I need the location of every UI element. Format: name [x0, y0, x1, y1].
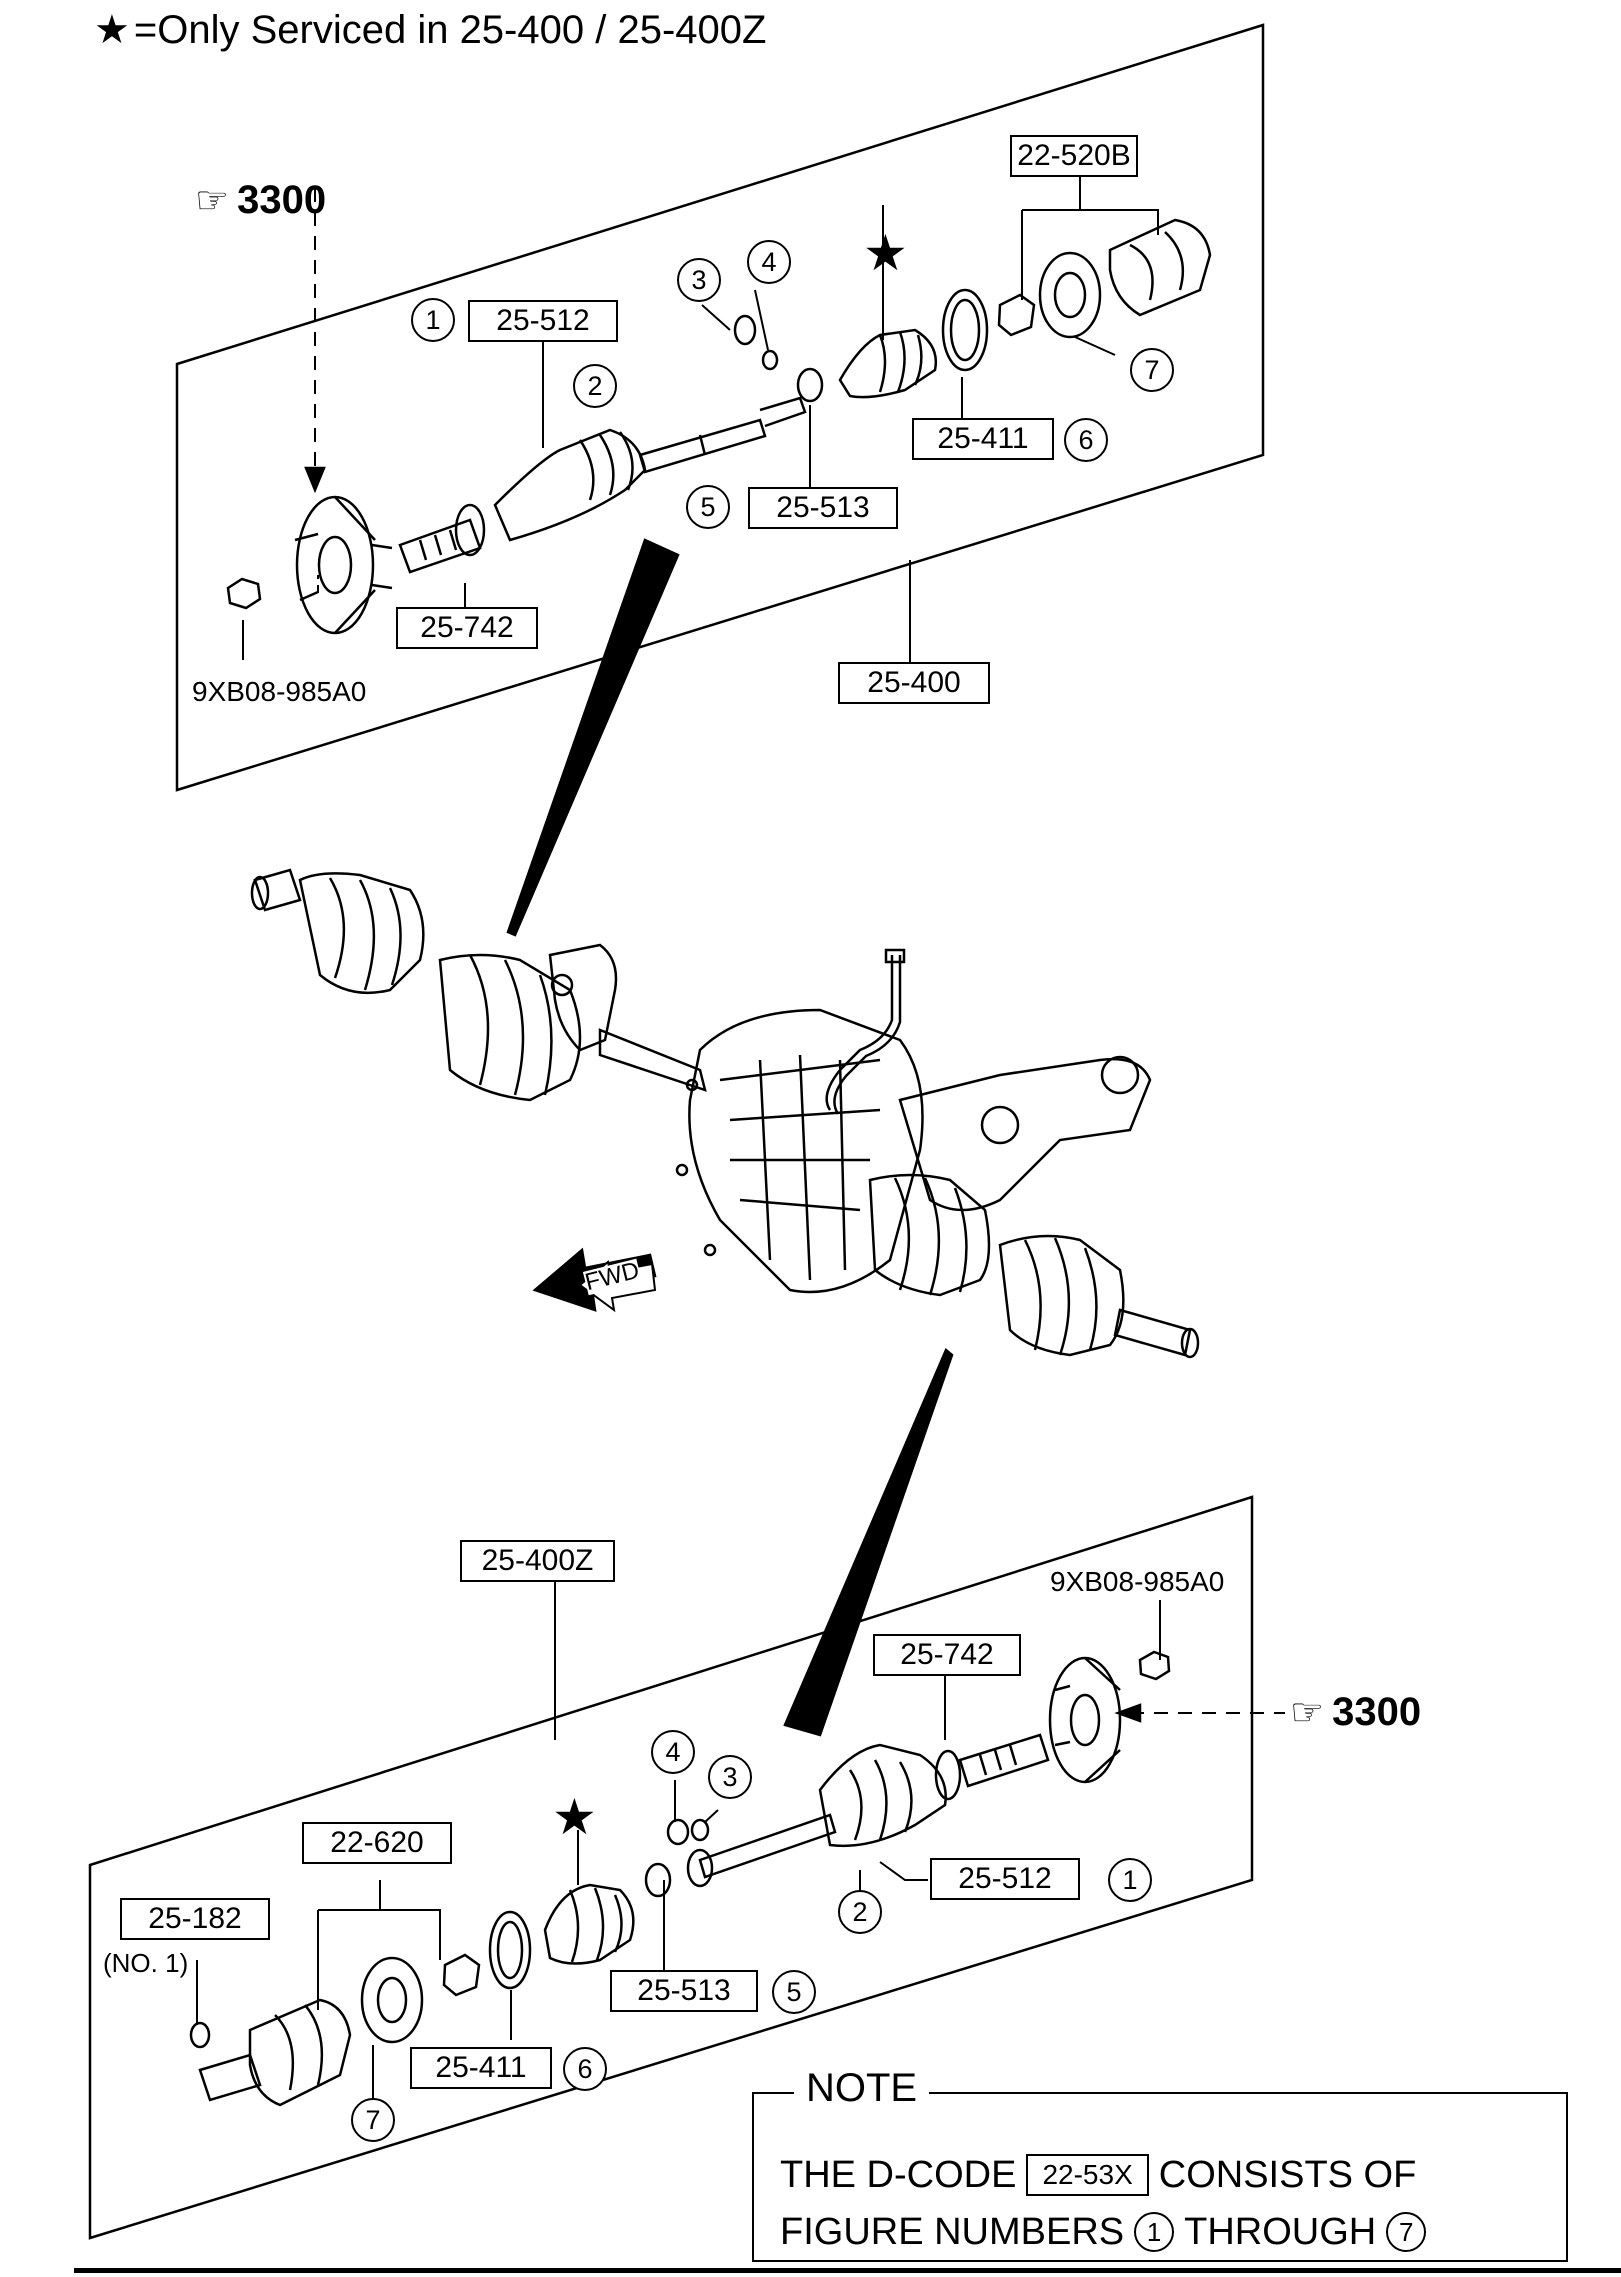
lower-inner-housing: [198, 1998, 352, 2107]
bottom-rule: [74, 2268, 1621, 2273]
lower-part-25-411: 25-411: [410, 2047, 552, 2089]
lower-outer-shaft: [934, 1733, 1050, 1801]
center-breather-pipe: [825, 948, 906, 1115]
upper-fig-2: 2: [573, 364, 617, 408]
upper-part-22-520B: 22-520B: [1010, 135, 1138, 177]
note-line2-mid: THROUGH: [1184, 2211, 1377, 2253]
lower-hub-flange: [1048, 1656, 1122, 1784]
upper-hub-nut: [226, 577, 262, 610]
upper-fig-4: 4: [747, 240, 791, 284]
upper-tripod: [997, 293, 1036, 337]
center-axle-tube: [598, 1028, 707, 1092]
note-line-2: FIGURE NUMBERS 1 THROUGH 7: [780, 2211, 1427, 2253]
lower-fig-6: 6: [563, 2047, 607, 2091]
lower-boot-band: [488, 1910, 532, 1990]
upper-spider-ring: [1038, 251, 1102, 339]
note-line1-prefix: THE D-CODE: [780, 2154, 1017, 2196]
upper-part-25-512: 25-512: [468, 300, 618, 342]
lower-reference-3300: ☞ 3300: [1290, 1692, 1421, 1732]
lower-fig-4: 4: [651, 1730, 695, 1774]
center-left-boots: [298, 872, 582, 1102]
upper-part-25-742: 25-742: [396, 607, 538, 649]
lower-assembly-25-400Z: 25-400Z: [460, 1540, 615, 1582]
legend-text: =Only Serviced in 25-400 / 25-400Z: [133, 8, 767, 52]
pointing-hand-icon: ☞: [195, 178, 230, 222]
upper-inner-boot: [838, 328, 938, 399]
note-title: NOTE: [794, 2068, 930, 2108]
upper-fig-3: 3: [677, 258, 721, 302]
upper-nut-code: 9XB08-985A0: [192, 676, 367, 707]
upper-pointer-wedge: [506, 538, 680, 937]
upper-inner-housing: [1108, 218, 1212, 317]
note-dcode: 22-53X: [1026, 2154, 1149, 2196]
note-line1-suffix: CONSISTS OF: [1158, 2154, 1417, 2196]
upper-fig-7: 7: [1130, 348, 1174, 392]
lower-small-clip: [189, 2021, 211, 2049]
note-to-figure: 7: [1386, 2212, 1427, 2252]
lower-part-22-620: 22-620: [302, 1822, 452, 1864]
note-box: NOTE THE D-CODE 22-53X CONSISTS OF FIGUR…: [752, 2068, 1568, 2262]
note-line-1: THE D-CODE 22-53X CONSISTS OF: [780, 2154, 1416, 2196]
lower-no1-label: (NO. 1): [103, 1948, 189, 1978]
center-diff-housing: [675, 1008, 924, 1294]
pointing-hand-icon: ☞: [1290, 1690, 1325, 1734]
lower-fig-5: 5: [772, 1970, 816, 2014]
lower-fig-1: 1: [1108, 1858, 1152, 1902]
upper-assembly-frame: [175, 23, 1265, 792]
center-right-shaft: [1113, 1308, 1200, 1359]
upper-outer-shaft: [398, 503, 486, 574]
lower-reference-number: 3300: [1332, 1690, 1422, 1734]
upper-part-25-411: 25-411: [912, 418, 1054, 460]
lower-clips: [644, 1818, 710, 1898]
lower-part-25-512: 25-512: [930, 1858, 1080, 1900]
upper-clips: [733, 314, 824, 403]
star-icon: ★: [94, 7, 130, 53]
center-right-boots: [868, 1173, 1125, 1357]
lower-part-25-742: 25-742: [873, 1634, 1021, 1676]
upper-assembly-25-400: 25-400: [838, 662, 990, 704]
lower-outer-boot: [818, 1743, 947, 1848]
lower-star-icon: ★: [552, 1788, 597, 1846]
lower-spider-ring: [360, 1956, 424, 2044]
upper-part-25-513: 25-513: [748, 487, 898, 529]
upper-star-icon: ★: [863, 224, 908, 282]
lower-nut-code: 9XB08-985A0: [1050, 1566, 1225, 1597]
lower-pointer-wedge: [783, 1347, 954, 1737]
center-left-shaft: [250, 868, 302, 912]
upper-reference-3300: ☞ 3300: [195, 180, 326, 220]
lower-tripod: [442, 1953, 481, 1997]
note-from-figure: 1: [1134, 2212, 1175, 2252]
upper-fig-1: 1: [411, 298, 455, 342]
lower-fig-3: 3: [708, 1755, 752, 1799]
lower-fig-7: 7: [351, 2098, 395, 2142]
lower-part-25-513: 25-513: [610, 1970, 758, 2012]
lower-intermediate-shaft: [686, 1813, 837, 1888]
header-legend: ★ =Only Serviced in 25-400 / 25-400Z: [94, 10, 766, 50]
upper-intermediate-shaft: [638, 396, 807, 474]
upper-fig-5: 5: [686, 485, 730, 529]
lower-assembly-frame: [88, 1495, 1254, 2240]
note-line2-prefix: FIGURE NUMBERS: [780, 2211, 1125, 2253]
lower-part-25-182: 25-182: [120, 1898, 270, 1940]
center-left-bracket: [548, 943, 618, 1052]
lower-inner-boot: [543, 1883, 635, 1965]
upper-boot-band: [941, 288, 989, 372]
lower-fig-2: 2: [838, 1890, 882, 1934]
lower-hub-nut: [1138, 1650, 1171, 1681]
upper-outer-boot: [493, 428, 647, 542]
upper-reference-number: 3300: [237, 178, 327, 222]
upper-hub-flange: [294, 495, 393, 635]
upper-fig-6: 6: [1064, 418, 1108, 462]
center-mount-arm: [898, 1055, 1152, 1212]
